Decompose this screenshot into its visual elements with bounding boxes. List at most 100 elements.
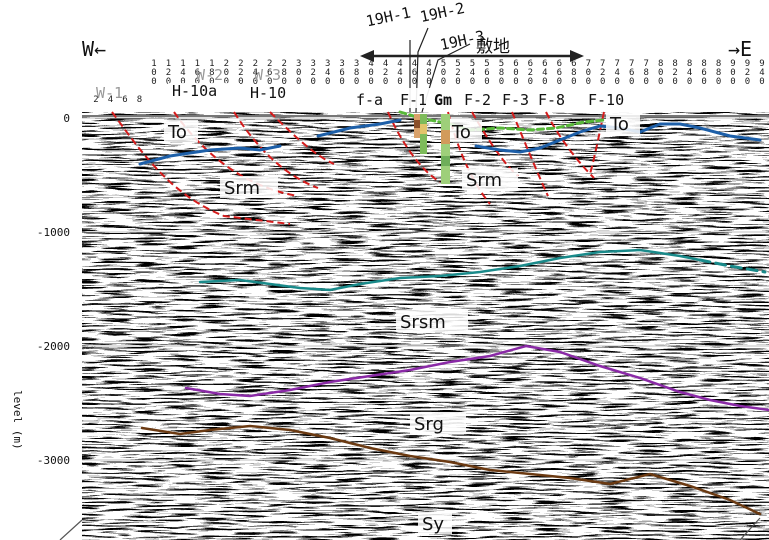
site-label: 敷地 bbox=[476, 37, 510, 57]
unit-To-center: To bbox=[451, 122, 471, 143]
y-tick-3000: -3000 bbox=[37, 454, 70, 467]
horizon-teal bbox=[198, 248, 702, 292]
east-direction-label: →E bbox=[728, 37, 752, 61]
y-axis: 0 -1000 -2000 -3000 level (m) bbox=[11, 112, 70, 467]
site-extent-arrow: 敷地 bbox=[360, 37, 584, 62]
fault-trace-F-8 bbox=[545, 111, 595, 179]
fault-F-2-label: F-2 bbox=[464, 91, 491, 109]
survey-line-labels: W-2 W-3 W-1 H-10a H-10 bbox=[96, 66, 296, 102]
fault-F-10-label: F-10 bbox=[588, 91, 624, 109]
cdp-number: 6 bbox=[122, 95, 127, 105]
unit-Srsm: Srsm bbox=[400, 312, 446, 333]
fault-F-3-label: F-3 bbox=[502, 91, 529, 109]
fault-trace-4 bbox=[269, 111, 335, 165]
west-direction-label: W← bbox=[82, 37, 106, 61]
fault-F-1-label: F-1 bbox=[400, 91, 427, 109]
fault-trace-2 bbox=[173, 111, 299, 197]
unit-To-east: To bbox=[609, 114, 629, 135]
fault-trace-1 bbox=[111, 111, 291, 225]
unit-Sy: Sy bbox=[422, 514, 444, 535]
borehole-19H-1-label: 19H-1 bbox=[364, 3, 412, 30]
fault-F-8-label: F-8 bbox=[538, 91, 565, 109]
fault-trace-3 bbox=[233, 111, 319, 189]
y-tick-2000: -2000 bbox=[37, 340, 70, 353]
unit-Srm-west: Srm bbox=[224, 178, 260, 199]
survey-W-1-label: W-1 bbox=[96, 84, 123, 102]
borehole-columns bbox=[414, 114, 450, 184]
horizon-teal-dashed bbox=[698, 258, 767, 274]
horizon-purple bbox=[184, 344, 769, 412]
unit-Srg: Srg bbox=[414, 414, 444, 435]
y-axis-label: level (m) bbox=[11, 390, 24, 450]
y-tick-0: 0 bbox=[63, 112, 70, 125]
y-tick-1000: -1000 bbox=[37, 226, 70, 239]
fault-label-row: f-a F-1 Gm F-2 F-3 F-8 F-10 bbox=[352, 88, 632, 109]
cdp-number: 8 bbox=[137, 95, 142, 105]
cdp-number: 2 bbox=[93, 95, 98, 105]
fault-trace-f-a bbox=[387, 111, 441, 183]
survey-H-10a-label: H-10a bbox=[172, 82, 217, 100]
horizon-green bbox=[398, 110, 606, 132]
unit-Srm-center: Srm bbox=[466, 170, 502, 191]
frame-edge-left bbox=[59, 519, 83, 540]
geologic-unit-labels: To To To Srm Srm Srsm Srg Sy bbox=[164, 112, 640, 535]
unit-To-west: To bbox=[167, 122, 187, 143]
cdp-number: 4 bbox=[108, 95, 113, 105]
survey-W-3-label: W-3 bbox=[254, 66, 281, 84]
fault-f-a-label: f-a bbox=[356, 91, 383, 109]
fault-trace-F-3 bbox=[511, 111, 549, 197]
survey-H-10-label: H-10 bbox=[250, 84, 286, 102]
borehole-19H-2-label: 19H-2 bbox=[418, 0, 466, 26]
fault-Gm-label: Gm bbox=[434, 91, 452, 109]
frame-edge-right bbox=[739, 517, 761, 540]
horizon-brown bbox=[140, 424, 762, 516]
horizons bbox=[138, 110, 769, 516]
survey-W-2-label: W-2 bbox=[196, 66, 223, 84]
